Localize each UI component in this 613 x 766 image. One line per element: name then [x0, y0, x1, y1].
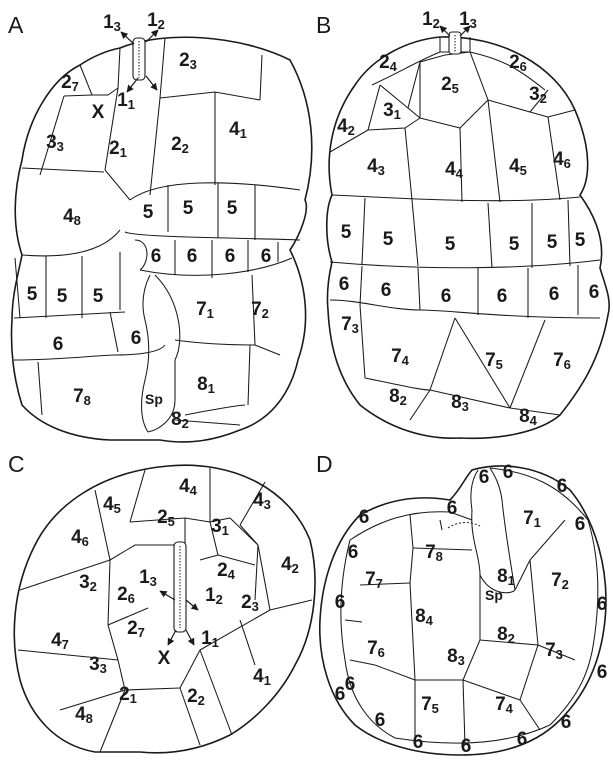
panel-d-plate-label: 6 [557, 476, 568, 497]
panel-b-plate-label: 6 [441, 286, 452, 307]
panel-c-plate-label: X [158, 648, 171, 669]
panel-a-plate-label: 6 [151, 246, 162, 267]
panel-b-plate-label: 6 [589, 282, 600, 303]
panel-b-outline [327, 37, 609, 438]
panel-b-plate-label: 6 [381, 280, 392, 301]
panel-a-plate-label: 6 [131, 328, 142, 349]
panel-b-plate-label: 5 [575, 230, 586, 251]
panel-a-plate-label: 5 [227, 198, 238, 219]
panel-b-plate-label: 5 [341, 222, 352, 243]
panel-b-plate-label: 5 [509, 234, 520, 255]
panel-a-plate-label: 5 [183, 198, 194, 219]
panel-d-plate-label: 6 [561, 712, 572, 733]
panel-d-plate-label: Sp [485, 587, 503, 603]
panel-a-plate-label: 6 [261, 246, 272, 267]
panel-d-plate-label: 6 [345, 674, 356, 695]
panel-a: A [8, 12, 312, 442]
panel-a-plate-label: 13 [103, 12, 121, 34]
panel-d-plate-label: 6 [575, 514, 586, 535]
panel-a-plate-label: 5 [27, 284, 38, 305]
panel-a-label: A [8, 12, 24, 38]
panel-a-plate-label: 6 [187, 246, 198, 267]
panel-a-plate-label: 6 [53, 334, 64, 355]
panel-a-plate-label: Sp [145, 391, 163, 407]
panel-a-plate-label: 5 [93, 286, 104, 307]
panel-b-plate-label: 13 [459, 9, 477, 31]
panel-b-plate-label: 5 [383, 229, 394, 250]
panel-b-plate-label: 6 [497, 286, 508, 307]
panel-d-plate-label: 6 [335, 592, 346, 613]
panel-b-plate-label: 6 [339, 274, 350, 295]
panel-a-plate-label: X [92, 102, 105, 123]
panel-b-plate-label: 6 [549, 284, 560, 305]
panel-d-plate-label: 6 [375, 710, 386, 731]
panel-d-plate-label: 6 [348, 542, 359, 563]
panel-b-label: B [316, 12, 331, 38]
panel-b-plate-label: 5 [547, 232, 558, 253]
panel-d-label: D [316, 451, 333, 477]
panel-d-plate-label: 6 [479, 467, 490, 488]
panel-a-plate-label: 12 [147, 10, 165, 32]
panel-d-plate-label: 6 [359, 507, 370, 528]
panel-b-plate-label: 26 [509, 52, 527, 74]
panel-b: B [316, 12, 609, 438]
panel-d-plate-label: 6 [597, 594, 608, 615]
panel-d-plate-label: 6 [413, 732, 424, 753]
panel-d-plate-label: 6 [517, 729, 528, 750]
panel-d-plate-label: 6 [503, 462, 514, 483]
panel-d-plate-label: 6 [335, 684, 346, 705]
panel-b-plate-label: 12 [422, 9, 440, 31]
panel-a-plate-label: 5 [57, 286, 68, 307]
panel-b-plate-label: 5 [445, 234, 456, 255]
panel-d-plate-label: 6 [447, 498, 458, 519]
panel-a-plate-label: 5 [143, 202, 154, 223]
panel-a-plate-label: 6 [225, 246, 236, 267]
panel-c-label: C [8, 451, 25, 477]
panel-d-plate-label: 6 [597, 662, 608, 683]
panel-d-plate-label: 6 [461, 736, 472, 757]
